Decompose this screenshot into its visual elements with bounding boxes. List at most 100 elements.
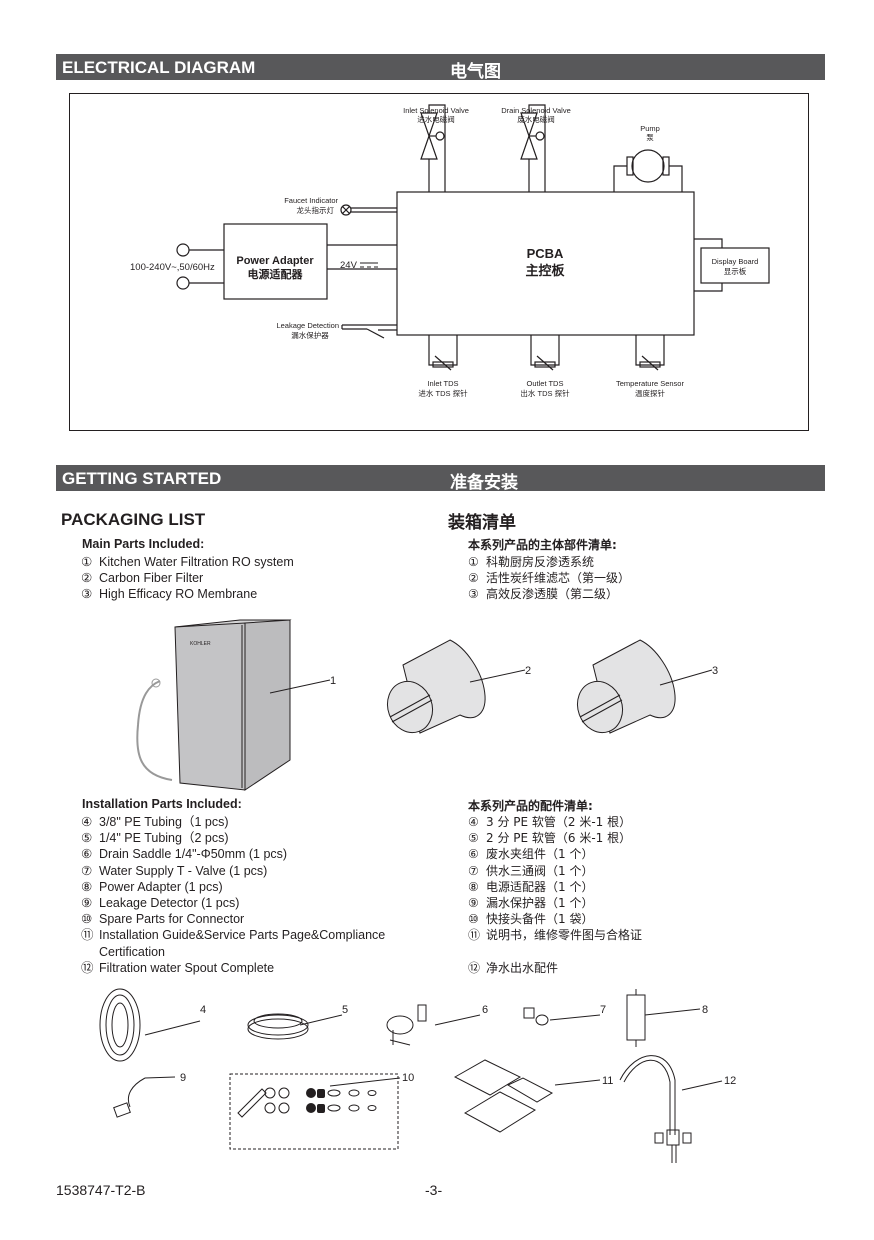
input-terminal-icon [176,243,190,257]
inlet-valve-label: Inlet Solenoid Valve [403,106,469,115]
callout-7: 7 [600,1004,606,1016]
pcba-label: PCBA [527,246,564,261]
main-parts-heading-zh: 本系列产品的主体部件清单: [468,538,617,552]
drain-saddle-icon [386,1004,427,1046]
callout-11: 11 [602,1075,613,1087]
packaging-title-zh: 装箱清单 [448,513,516,533]
section-title-zh: 准备安装 [450,473,518,493]
leakage-label: Leakage Detection [276,321,339,330]
callout-3: 3 [712,665,718,677]
temp-sensor-icon [635,335,665,371]
packaging-title-en: PACKAGING LIST [61,510,206,529]
main-parts-heading-en: Main Parts Included: [82,537,205,551]
main-parts-illustration: KOHLER 1 2 3 [136,619,718,791]
documents-icon [453,1059,554,1133]
section-title-en: GETTING STARTED [62,469,222,488]
display-board-label-zh: 显示板 [724,266,747,276]
install-parts-heading-zh: 本系列产品的配件清单: [468,799,593,813]
inlet-tds-label: Inlet TDS [427,379,458,388]
page-number: -3- [425,1182,443,1198]
pcba-label-zh: 主控板 [525,263,565,278]
pump-label-zh: 泵 [646,133,654,142]
display-board-label: Display Board [712,257,759,266]
wrench-icon [237,1088,267,1118]
inlet-valve-label-zh: 进水电磁阀 [417,114,455,124]
section-title-zh: 电气图 [450,62,501,82]
pump-icon [613,149,683,192]
inlet-valve-icon [420,104,446,192]
input-terminal-icon [176,276,190,290]
seal-ring-icon [327,1089,377,1112]
drain-valve-label: Drain Solenoid Valve [501,106,571,115]
carbon-filter-icon [386,639,486,734]
display-board-box [700,247,770,284]
diagram-canvas: Inlet Solenoid Valve 进水电磁阀 Drain Solenoi… [130,104,770,398]
power-adapter-label: Power Adapter [236,255,314,267]
dc-voltage-label: 24V [340,260,358,271]
inlet-tds-icon [428,335,458,371]
callout-5: 5 [342,1004,348,1016]
ro-system-icon [174,619,292,791]
faucet-spout-icon [619,1055,692,1163]
clip-icon [264,1087,290,1114]
section-bar-electrical: ELECTRICAL DIAGRAM 电气图 [56,54,825,82]
document-number: 1538747-T2-B [56,1182,146,1198]
drain-valve-icon [520,104,546,192]
callout-1: 1 [330,675,336,687]
outlet-tds-label-zh: 出水 TDS 探针 [520,388,570,398]
install-parts-heading-en: Installation Parts Included: [82,797,242,811]
power-adapter-label-zh: 电源适配器 [248,267,304,281]
drain-valve-label-zh: 废水电磁阀 [517,114,555,124]
tubing-small-icon [247,1013,309,1040]
faucet-indicator-label-zh: 龙头指示灯 [297,205,335,215]
callout-2: 2 [525,665,531,677]
callout-10: 10 [402,1072,414,1084]
leakage-label-zh: 漏水保护器 [291,330,329,340]
section-bar-getting-started: GETTING STARTED 准备安装 [56,465,825,493]
outlet-tds-label: Outlet TDS [527,379,564,388]
callout-9: 9 [180,1072,186,1084]
inlet-tds-label-zh: 进水 TDS 探针 [418,388,468,398]
brand-label: KOHLER [190,641,211,647]
lamp-icon [340,204,352,216]
power-adapter-icon [626,994,646,1041]
callout-6: 6 [482,1004,488,1016]
temp-sensor-label-zh: 温度探针 [635,388,665,398]
spare-parts-bag [229,1073,399,1150]
temp-sensor-label: Temperature Sensor [616,379,684,388]
callout-4: 4 [200,1004,206,1016]
callout-8: 8 [702,1004,708,1016]
list-item [468,944,642,960]
t-valve-icon [523,1007,549,1026]
leakage-detector-icon [113,1077,146,1118]
pump-label: Pump [640,124,660,133]
install-parts-illustration: 4 5 6 7 8 9 10 11 12 [99,988,736,1163]
list-item: Certification [99,944,165,959]
